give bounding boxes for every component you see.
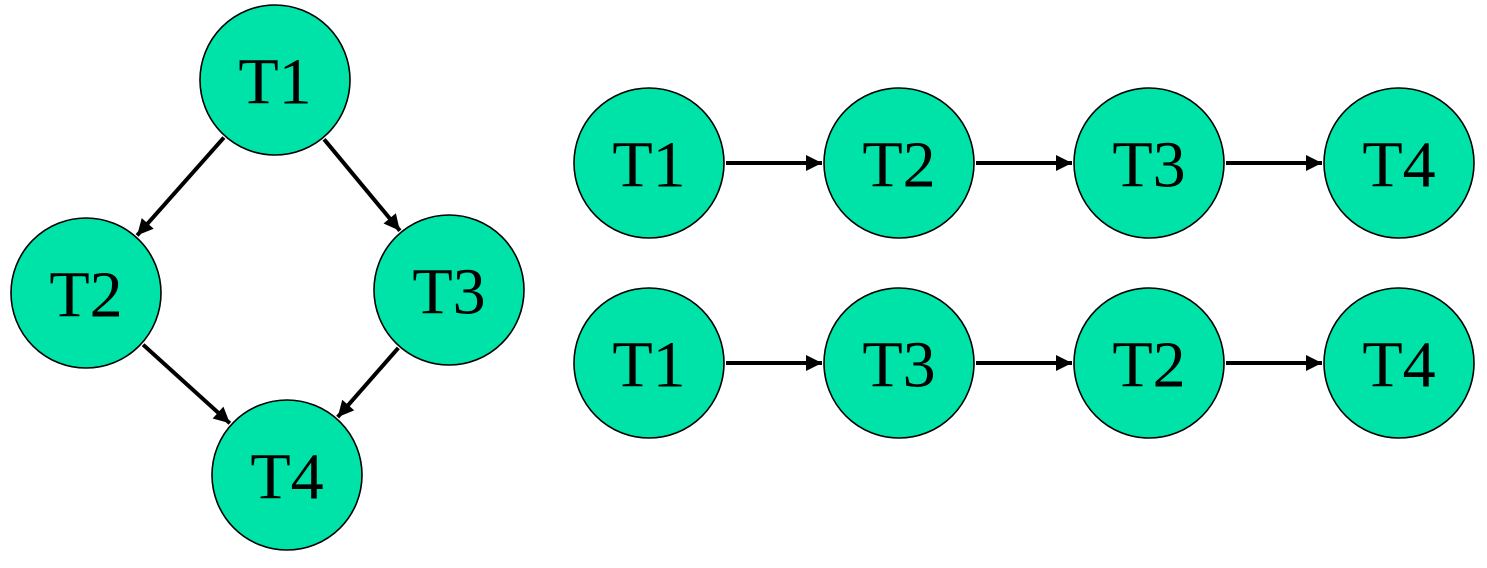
edge-arrow-t1-to-t2 xyxy=(135,136,226,237)
task-node-t1: T1 xyxy=(573,287,725,439)
node-circle xyxy=(1323,87,1475,239)
node-circle xyxy=(1073,87,1225,239)
node-circle xyxy=(211,399,363,551)
task-node-t2: T2 xyxy=(10,217,162,369)
task-node-t2: T2 xyxy=(1073,287,1225,439)
task-node-t4: T4 xyxy=(1323,87,1475,239)
node-label: T1 xyxy=(612,129,685,202)
node-circle xyxy=(573,287,725,439)
node-circle xyxy=(1323,287,1475,439)
node-circle xyxy=(573,87,725,239)
node-label: T2 xyxy=(49,259,122,332)
node-circle xyxy=(823,87,975,239)
task-node-t2: T2 xyxy=(823,87,975,239)
node-label: T3 xyxy=(862,329,935,402)
node-label: T4 xyxy=(250,441,323,514)
node-label: T3 xyxy=(412,256,485,329)
node-circle xyxy=(199,4,351,156)
edge-arrow-t3-to-t4 xyxy=(336,346,400,419)
task-node-t4: T4 xyxy=(211,399,363,551)
node-circle xyxy=(823,287,975,439)
execution-order-1: T1 T2 T3 T4 xyxy=(573,87,1475,239)
node-label: T4 xyxy=(1362,329,1435,402)
node-circle xyxy=(373,214,525,366)
node-label: T1 xyxy=(238,46,311,119)
task-node-t3: T3 xyxy=(1073,87,1225,239)
node-label: T1 xyxy=(612,329,685,402)
node-label: T2 xyxy=(1112,329,1185,402)
execution-order-2: T1 T3 T2 T4 xyxy=(573,287,1475,439)
node-label: T2 xyxy=(862,129,935,202)
task-node-t3: T3 xyxy=(373,214,525,366)
task-node-t1: T1 xyxy=(573,87,725,239)
node-label: T4 xyxy=(1362,129,1435,202)
task-node-t4: T4 xyxy=(1323,287,1475,439)
node-label: T3 xyxy=(1112,129,1185,202)
edge-arrow-t1-to-t3 xyxy=(322,138,402,232)
node-circle xyxy=(1073,287,1225,439)
node-circle xyxy=(10,217,162,369)
edge-arrow-t2-to-t4 xyxy=(141,343,232,425)
task-node-t3: T3 xyxy=(823,287,975,439)
task-node-t1: T1 xyxy=(199,4,351,156)
